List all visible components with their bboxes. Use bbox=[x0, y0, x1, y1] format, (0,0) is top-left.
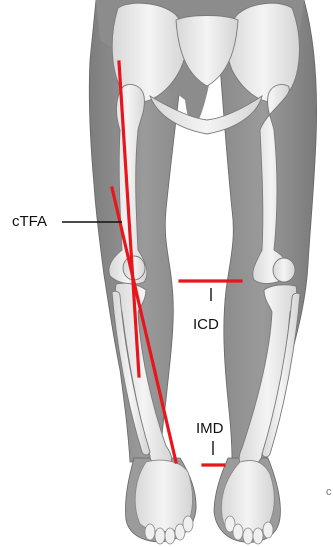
toe bbox=[145, 524, 155, 540]
toe bbox=[253, 528, 263, 544]
toe bbox=[155, 528, 165, 544]
toe bbox=[183, 516, 193, 532]
imd-label: IMD bbox=[196, 421, 224, 436]
toe bbox=[263, 522, 273, 538]
toe bbox=[243, 528, 253, 544]
icd-label: ICD bbox=[193, 317, 219, 332]
corner-text: c bbox=[326, 485, 332, 500]
ctfa-label: cTFA bbox=[12, 214, 47, 229]
toe bbox=[165, 528, 175, 544]
right-patella bbox=[273, 258, 295, 282]
toe bbox=[233, 524, 243, 540]
